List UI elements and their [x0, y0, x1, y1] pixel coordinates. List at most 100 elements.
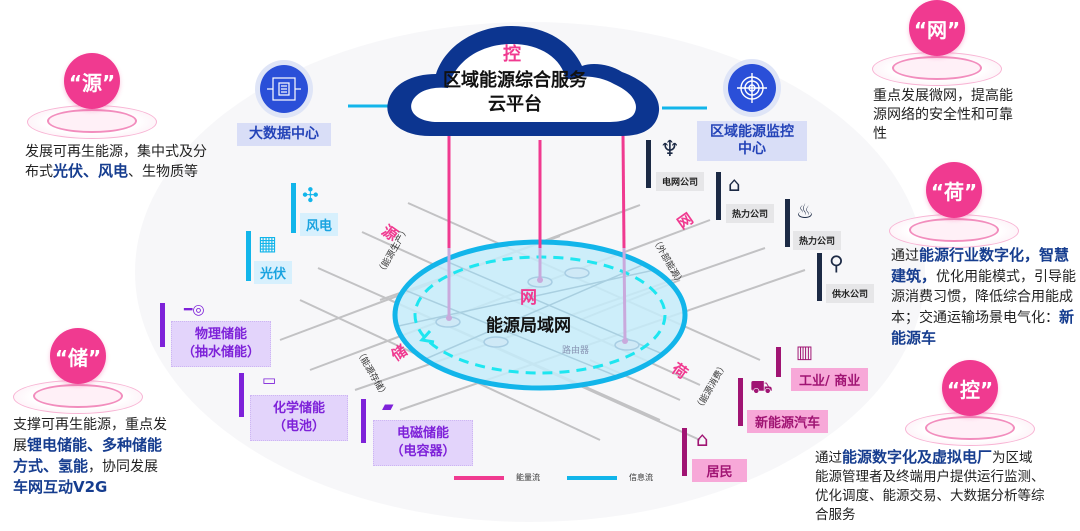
storage-physical-line2: （抽水储能） [181, 345, 260, 360]
power-tower-icon: ♆ [660, 137, 680, 162]
storage-bar [239, 373, 244, 417]
storage-chemical-line2: （电池） [272, 419, 325, 434]
monitor-label-line1: 区域能源监控 [710, 124, 794, 140]
load-bar [738, 378, 743, 426]
monitor-label: 区域能源监控 中心 [697, 121, 807, 161]
source-description: 发展可再生能源，集中式及分布式光伏、风电、生物质等 [25, 143, 207, 182]
badge-ring [47, 109, 137, 133]
lan-tag: 网 [520, 288, 537, 308]
badge-ring [925, 416, 1015, 440]
load-text: 通过 [891, 248, 919, 264]
load-description: 通过能源行业数字化，智慧建筑，优化用能模式，引导能源消费习惯，降低综合用能成本；… [891, 245, 1076, 349]
energy-line [622, 247, 627, 342]
storage-electromagnetic-line1: 电磁储能 [396, 426, 449, 441]
company-bar [785, 199, 790, 247]
connector-dot [446, 315, 452, 321]
badge-control: “控” [905, 360, 1035, 450]
grid-description: 重点发展微网，提高能源网络的安全性和可靠性 [873, 88, 1013, 142]
energy-lines-in-lan [447, 247, 627, 342]
house-icon: ⌂ [696, 427, 709, 451]
control-text: 通过 [815, 450, 842, 466]
source-text-tail: 、生物质等 [128, 164, 199, 180]
cloud-tag: 控 [503, 44, 521, 65]
factory-icon: ⌂ [728, 172, 741, 196]
badge-ring [892, 56, 982, 80]
control-highlight: 能源数字化及虚拟电厂 [842, 448, 993, 466]
control-text-tail: 为区域能源管理者及终端用户提供运行监测、 优化调度、能源交易、大数据分析等综合服… [815, 450, 1045, 523]
company-grid-label: 电网公司 [656, 172, 705, 191]
source-highlight-pv: 光伏 [53, 162, 84, 180]
load-industry-label: 工业/ 商业 [791, 368, 869, 391]
big-data-label: 大数据中心 [237, 123, 331, 146]
badge-load-circle: “荷” [926, 162, 982, 218]
load-highlight-ev: 新能源车 [891, 308, 1075, 347]
storage-electromagnetic-line2: （电容器） [390, 444, 456, 459]
control-description: 通过能源数字化及虚拟电厂为区域能源管理者及终端用户提供运行监测、 优化调度、能源… [815, 448, 1045, 525]
cloud-title-line1: 区域能源综合服务 [443, 70, 587, 91]
router-connectors [446, 277, 628, 344]
lan-flow-arrow [419, 330, 435, 344]
buildings-icon: ▥ [796, 342, 814, 363]
load-bar [682, 428, 687, 476]
source-bar [291, 183, 296, 233]
big-data-hub-icon [255, 60, 313, 118]
storage-description: 支撑可再生能源，重点发展锂电储能、多种储能方式、氢能，协同发展车网互动V2G [13, 415, 168, 498]
load-ev-label: 新能源汽车 [747, 410, 829, 433]
source-solar-label: 光伏 [254, 261, 293, 284]
monitor-label-line2: 中心 [738, 141, 766, 157]
badge-ring [909, 218, 999, 242]
storage-physical-label: 物理储能 （抽水储能） [171, 321, 271, 367]
source-wind-label: 风电 [300, 213, 339, 236]
badge-load: “荷” [889, 162, 1019, 252]
ev-car-icon: ⛟ [750, 377, 773, 398]
storage-text-mid: ，协同发展 [88, 459, 159, 475]
legend-info-label: 信息流 [629, 473, 653, 482]
source-text: 发展可再生能源，集中式及分布式 [25, 144, 207, 180]
lan-title: 能源局域网 [486, 316, 571, 336]
load-highlight: 能源行业数字化，智慧建筑， [891, 246, 1070, 285]
source-bar [246, 231, 251, 281]
cloud-title-line2: 云平台 [488, 94, 542, 115]
router [564, 267, 590, 279]
cloud-inner [411, 44, 636, 122]
energy-line [621, 134, 626, 249]
storage-chemical-line1: 化学储能 [272, 401, 325, 416]
company-bar [646, 140, 651, 188]
faucet-icon: ⚲ [829, 251, 844, 275]
badge-grid-circle: “网” [909, 0, 965, 56]
connector-dot [537, 277, 543, 283]
company-water-label: 供水公司 [826, 284, 875, 303]
badge-source: “源” [27, 53, 157, 143]
load-text-mid: 优化用能模式，引导能源消费习惯，降低综合用能成本；交通运输场景电气化： [891, 269, 1077, 326]
badge-storage-circle: “储” [50, 328, 106, 384]
router-label: 路由器 [562, 346, 590, 356]
storage-bar [160, 303, 165, 347]
lan-grid-line [419, 249, 685, 371]
storage-chemical-label: 化学储能 （电池） [250, 395, 348, 441]
badge-source-circle: “源” [64, 53, 120, 109]
battery-icon: ▭ [262, 371, 277, 389]
badge-ring [33, 384, 123, 408]
capacitor-icon: ▰ [382, 397, 394, 415]
load-bar [776, 347, 781, 377]
storage-bar [361, 399, 366, 443]
storage-physical-line1: 物理储能 [194, 327, 247, 342]
storage-text: 支撑可再生能源，重点发展 [13, 417, 167, 454]
monitor-hub-icon [723, 59, 781, 117]
router [483, 336, 509, 348]
connector-dot [622, 338, 628, 344]
badge-storage: “储” [13, 328, 143, 418]
lan-grid-line [395, 279, 685, 388]
badge-control-circle: “控” [942, 360, 998, 416]
badge-grid: “网” [872, 0, 1002, 90]
company-heat-label-2: 热力公司 [793, 231, 842, 250]
solar-panel-icon: ▦ [258, 231, 277, 255]
storage-highlight-v2g: 车网互动V2G [13, 478, 108, 496]
flame-icon: ♨ [796, 199, 814, 223]
company-bar [817, 253, 822, 301]
legend-energy-swatch [454, 476, 504, 480]
load-residential-label: 居民 [692, 459, 747, 482]
legend-info-swatch [567, 476, 617, 480]
wind-turbine-icon: ✣ [302, 183, 319, 207]
